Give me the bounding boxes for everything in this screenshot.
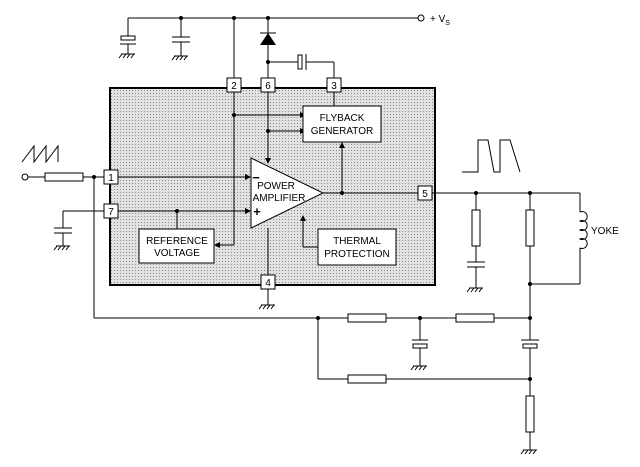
feedback-resistor-lower xyxy=(317,318,530,384)
input-terminal xyxy=(21,173,29,181)
pin-2: 2 xyxy=(226,77,242,93)
svg-text:AMPLIFIER: AMPLIFIER xyxy=(253,193,306,204)
svg-text:POWER: POWER xyxy=(257,181,295,192)
yoke-coil xyxy=(530,193,588,285)
supply-decoupling-capacitor xyxy=(171,18,190,61)
coupling-capacitor xyxy=(521,339,539,396)
snubber-resistor xyxy=(471,193,481,262)
snubber-capacitor xyxy=(466,261,485,293)
supply-rail xyxy=(128,14,425,22)
svg-text:FLYBACK: FLYBACK xyxy=(320,113,365,124)
pin-5: 5 xyxy=(417,185,433,201)
svg-text:1: 1 xyxy=(108,173,114,184)
pin7-filter-capacitor xyxy=(53,210,104,251)
feedback-path xyxy=(93,177,532,323)
svg-text:5: 5 xyxy=(422,189,428,200)
svg-text:PROTECTION: PROTECTION xyxy=(324,249,390,260)
input-resistor xyxy=(44,172,84,182)
flyback-generator-block: FLYBACK GENERATOR xyxy=(302,105,382,143)
inverting-input-sign: − xyxy=(252,170,260,185)
pin-1: 1 xyxy=(103,169,119,185)
supply-electrolytic-capacitor xyxy=(118,18,136,59)
flyback-capacitor xyxy=(268,54,335,78)
feedback-capacitor xyxy=(410,318,428,371)
pin-3: 3 xyxy=(326,77,342,93)
pin-6: 6 xyxy=(260,77,276,93)
svg-text:GENERATOR: GENERATOR xyxy=(311,126,373,137)
thermal-protection-block: THERMAL PROTECTION xyxy=(317,228,397,266)
power-amplifier-triangle: POWER AMPLIFIER − + xyxy=(250,157,325,229)
svg-text:REFERENCE: REFERENCE xyxy=(146,236,208,247)
svg-text:3: 3 xyxy=(331,81,337,92)
flyback-output-waveform xyxy=(462,139,521,173)
svg-text:7: 7 xyxy=(108,207,114,218)
sawtooth-input-waveform xyxy=(21,144,59,164)
svg-text:2: 2 xyxy=(231,81,237,92)
svg-text:4: 4 xyxy=(265,278,271,289)
pin-7: 7 xyxy=(103,203,119,219)
flyback-diode xyxy=(260,18,276,78)
svg-text:THERMAL: THERMAL xyxy=(333,236,381,247)
damping-resistor xyxy=(525,193,535,340)
pin-4: 4 xyxy=(260,274,276,290)
pin4-ground xyxy=(258,289,275,310)
non-inverting-input-sign: + xyxy=(253,204,261,219)
yoke-label: YOKE xyxy=(591,226,619,237)
svg-text:VOLTAGE: VOLTAGE xyxy=(154,248,200,259)
sense-resistor xyxy=(520,395,537,455)
reference-voltage-block: REFERENCE VOLTAGE xyxy=(138,228,215,264)
svg-text:6: 6 xyxy=(265,81,271,92)
supply-label: + VS xyxy=(430,14,450,27)
